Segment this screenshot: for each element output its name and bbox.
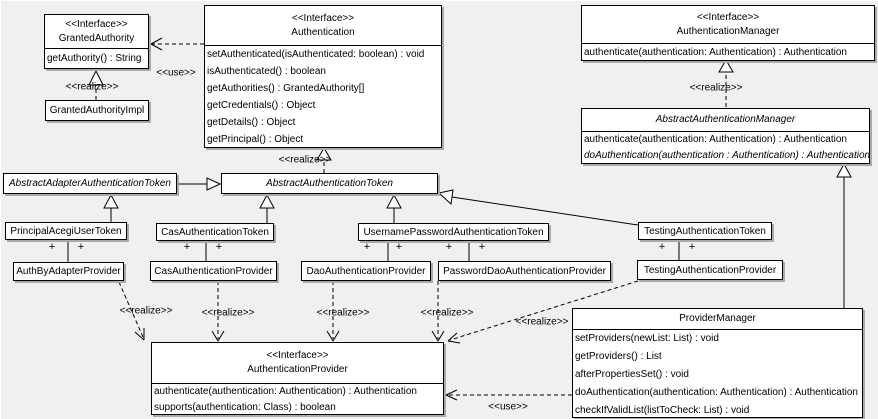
method: isAuthenticated() : boolean bbox=[207, 66, 326, 77]
realize-label: <<realize>> bbox=[689, 82, 743, 94]
method: setProviders(newList: List) : void bbox=[575, 333, 719, 344]
class-header: <<Interface>> AuthenticationManager bbox=[582, 6, 874, 43]
class-name: DaoAuthenticationProvider bbox=[306, 265, 426, 277]
multiplicity-label: + bbox=[48, 241, 56, 253]
multiplicity-label: + bbox=[215, 241, 223, 253]
multiplicity-label: + bbox=[363, 241, 371, 253]
class-name: UsernamePasswordAuthenticationToken bbox=[363, 226, 544, 238]
class-name: AuthByAdapterProvider bbox=[16, 266, 121, 277]
class-cas-authentication-provider[interactable]: CasAuthenticationProvider bbox=[150, 261, 277, 281]
method: setAuthenticated(isAuthenticated: boolea… bbox=[207, 49, 425, 60]
realize-label: <<realize>> bbox=[278, 154, 332, 166]
class-granted-authority-impl[interactable]: GrantedAuthorityImpl bbox=[45, 100, 149, 121]
realize-label: <<realize>> bbox=[515, 316, 569, 328]
stereotype-label: <<Interface>> bbox=[266, 350, 329, 361]
class-name: CasAuthenticationProvider bbox=[154, 265, 273, 277]
class-granted-authority[interactable]: <<Interface>> GrantedAuthority getAuthor… bbox=[44, 14, 149, 69]
class-password-dao-authentication-provider[interactable]: PasswordDaoAuthenticationProvider bbox=[438, 261, 611, 281]
class-auth-by-adapter-provider[interactable]: AuthByAdapterProvider bbox=[13, 262, 124, 281]
stereotype-label: <<Interface>> bbox=[696, 11, 760, 23]
realize-label: <<realize>> bbox=[420, 307, 474, 319]
class-name: CasAuthenticationToken bbox=[161, 226, 269, 238]
class-name: TestingAuthenticationToken bbox=[644, 225, 766, 237]
class-name: AuthenticationProvider bbox=[247, 364, 348, 375]
class-authentication[interactable]: <<Interface>> Authentication setAuthenti… bbox=[204, 5, 442, 148]
method: doAuthentication(authentication : Authen… bbox=[584, 150, 869, 161]
class-name: AbstractAuthenticationManager bbox=[655, 114, 796, 125]
class-name: PrincipalAcegiUserToken bbox=[10, 225, 122, 237]
class-name: TestingAuthenticationProvider bbox=[643, 264, 777, 276]
class-header: <<Interface>> GrantedAuthority bbox=[45, 15, 148, 48]
multiplicity-label: + bbox=[478, 241, 486, 253]
class-username-password-authentication-token[interactable]: UsernamePasswordAuthenticationToken bbox=[358, 223, 549, 241]
class-name: GrantedAuthority bbox=[58, 32, 135, 44]
method: checkIfValidList(listToCheck: List) : vo… bbox=[575, 405, 750, 416]
class-principal-acegi-user-token[interactable]: PrincipalAcegiUserToken bbox=[5, 222, 127, 240]
method: authenticate(authentication: Authenticat… bbox=[584, 134, 847, 145]
multiplicity-label: + bbox=[658, 241, 666, 253]
class-authentication-provider[interactable]: <<Interface>> AuthenticationProvider aut… bbox=[151, 342, 444, 415]
method: afterPropertiesSet() : void bbox=[575, 369, 689, 380]
multiplicity-label: + bbox=[395, 241, 403, 253]
class-name: AbstractAuthenticationToken bbox=[266, 178, 393, 189]
class-name: AuthenticationManager bbox=[676, 25, 780, 37]
class-abstract-authentication-token[interactable]: AbstractAuthenticationToken bbox=[221, 173, 438, 194]
method: getPrincipal() : Object bbox=[207, 134, 304, 145]
class-cas-authentication-token[interactable]: CasAuthenticationToken bbox=[156, 223, 274, 241]
multiplicity-label: + bbox=[445, 241, 453, 253]
method: getCredentials() : Object bbox=[207, 100, 316, 111]
method: getProviders() : List bbox=[575, 351, 662, 362]
method: getAuthorities() : GrantedAuthority[] bbox=[207, 83, 365, 94]
class-name: ProviderManager bbox=[679, 313, 756, 324]
multiplicity-label: + bbox=[688, 241, 696, 253]
method: authenticate(authentication: Authenticat… bbox=[584, 47, 847, 58]
use-label: <<use>> bbox=[156, 67, 196, 79]
class-header: AbstractAuthenticationManager bbox=[582, 109, 869, 131]
method: getDetails() : Object bbox=[207, 117, 296, 128]
class-testing-authentication-provider[interactable]: TestingAuthenticationProvider bbox=[637, 260, 783, 280]
class-name: Authentication bbox=[291, 26, 355, 38]
class-name: PasswordDaoAuthenticationProvider bbox=[443, 265, 606, 277]
class-dao-authentication-provider[interactable]: DaoAuthenticationProvider bbox=[301, 261, 431, 281]
class-authentication-manager[interactable]: <<Interface>> AuthenticationManager auth… bbox=[581, 5, 875, 61]
realize-label: <<realize>> bbox=[201, 307, 255, 319]
class-abstract-adapter-authentication-token[interactable]: AbstractAdapterAuthenticationToken bbox=[3, 173, 177, 194]
method: doAuthentication(authentication: Authent… bbox=[575, 387, 858, 398]
class-name: GrantedAuthorityImpl bbox=[49, 105, 145, 116]
method: supports(authentication: Class) : boolea… bbox=[154, 402, 336, 413]
use-label: <<use>> bbox=[488, 401, 528, 413]
class-provider-manager[interactable]: ProviderManager setProviders(newList: Li… bbox=[572, 308, 863, 418]
class-header: ProviderManager bbox=[573, 309, 862, 329]
class-header: <<Interface>> AuthenticationProvider bbox=[152, 343, 443, 383]
multiplicity-label: + bbox=[77, 241, 85, 253]
class-abstract-authentication-manager[interactable]: AbstractAuthenticationManager authentica… bbox=[581, 108, 870, 164]
class-header: <<Interface>> Authentication bbox=[205, 6, 441, 45]
realize-label: <<realize>> bbox=[65, 81, 119, 93]
stereotype-label: <<Interface>> bbox=[291, 12, 355, 24]
multiplicity-label: + bbox=[183, 241, 191, 253]
method: authenticate(authentication: Authenticat… bbox=[154, 386, 417, 397]
method: getAuthority() : String bbox=[47, 53, 142, 64]
stereotype-label: <<Interface>> bbox=[65, 18, 128, 30]
realize-label: <<realize>> bbox=[316, 307, 370, 319]
class-testing-authentication-token[interactable]: TestingAuthenticationToken bbox=[638, 222, 772, 240]
realize-label: <<realize>> bbox=[119, 305, 173, 317]
class-name: AbstractAdapterAuthenticationToken bbox=[9, 178, 171, 189]
